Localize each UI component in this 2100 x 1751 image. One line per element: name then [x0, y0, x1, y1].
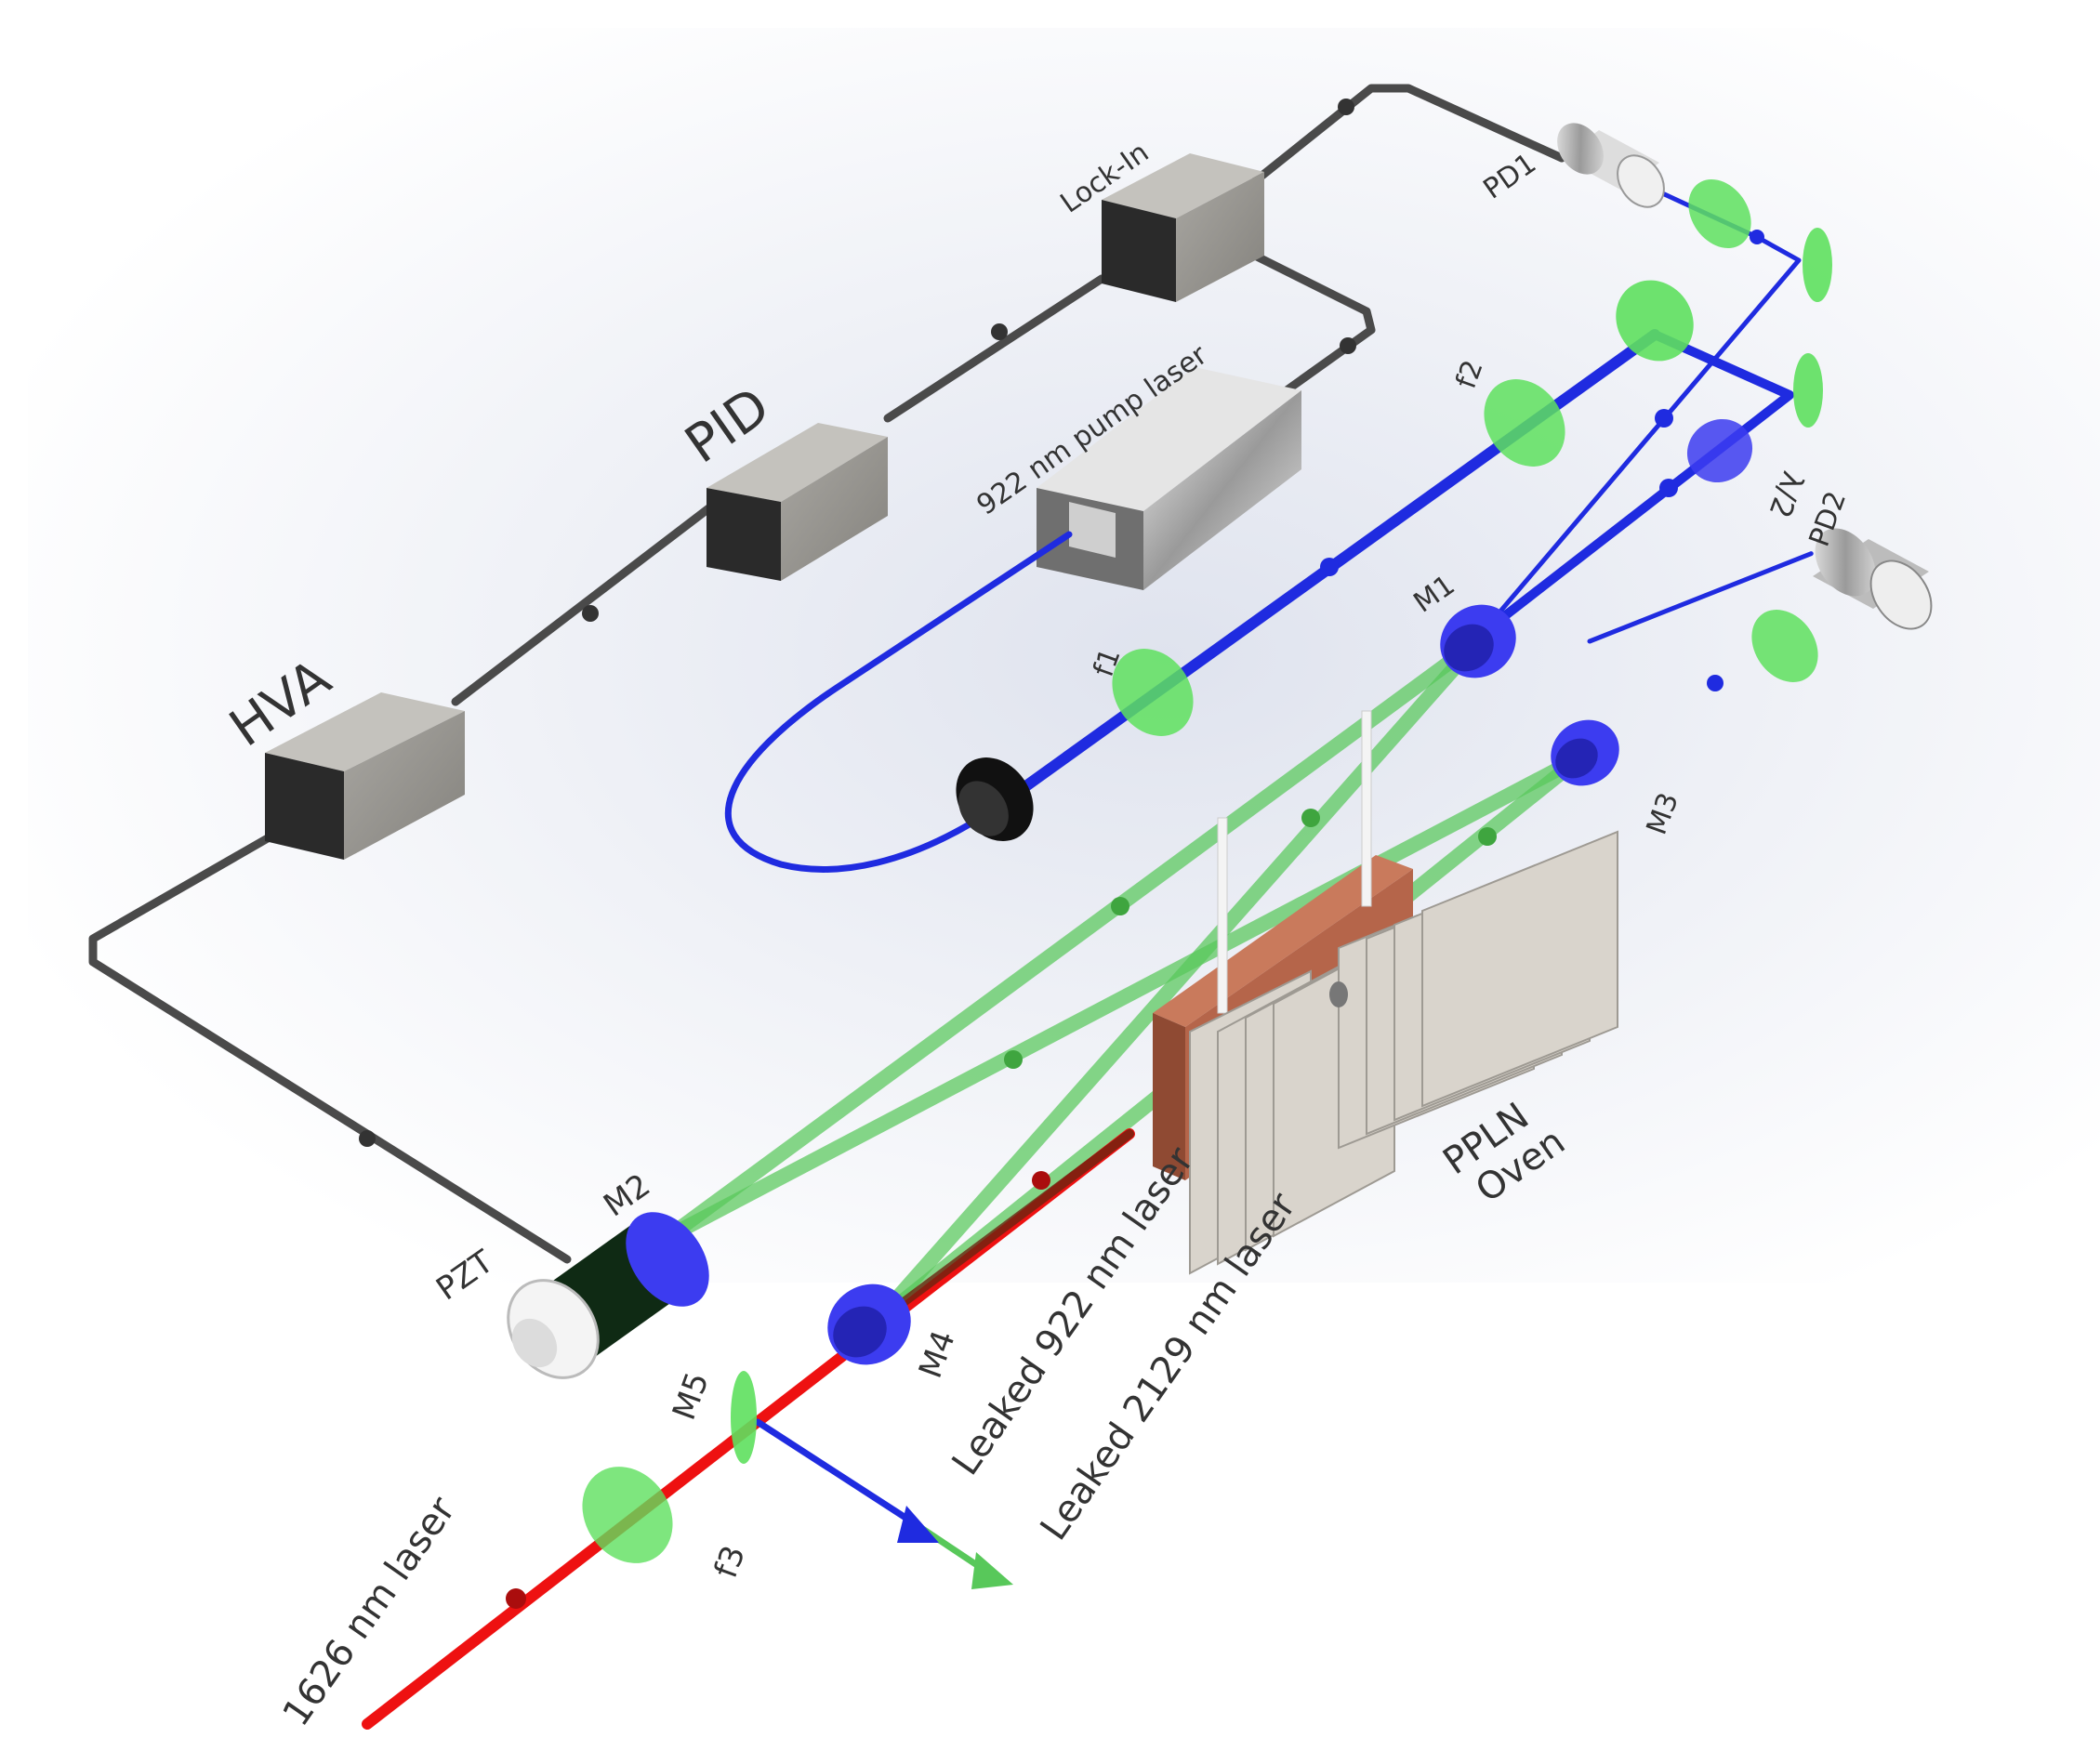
mirror-m5	[731, 1371, 757, 1464]
output-beam-arrows	[506, 1171, 1050, 1609]
lens-f2	[1484, 379, 1565, 467]
pd2-lens	[1751, 610, 1818, 682]
cable-pid-to-hva	[451, 502, 716, 706]
hva-box	[265, 692, 465, 860]
photodiode-pd2	[1813, 528, 1933, 630]
pd1-mirror	[1803, 228, 1832, 302]
steering-mirror-top	[1616, 280, 1694, 362]
lock-in-box	[1102, 153, 1264, 302]
electrical-cables	[88, 84, 1566, 1264]
pump-fiber	[724, 531, 1073, 873]
lens-f1	[1112, 649, 1194, 736]
beam-m1-to-m2	[662, 634, 1486, 1244]
pump-beam-to-m1	[1473, 330, 1794, 641]
label-f3: f3	[707, 1541, 753, 1583]
mirror-m4	[827, 1284, 911, 1365]
leaked-beams	[754, 1418, 989, 1574]
cable-lockin-to-pump	[1195, 223, 1376, 404]
leaked-2129-arrow	[971, 1552, 1013, 1589]
leaked-922-arrow	[897, 1506, 939, 1543]
beam-m2-to-m3	[662, 750, 1588, 1244]
mirror-m2-pzt-assembly	[507, 1212, 709, 1379]
beam-m1-to-m4	[866, 634, 1486, 1332]
pid-box	[707, 423, 888, 581]
cable-arrows	[359, 99, 1356, 1147]
pump-beam-arrows	[1320, 230, 1764, 691]
pd2-beam	[1587, 551, 1814, 644]
pump-laser-body	[1037, 367, 1301, 590]
pd1-reference-beam	[1480, 234, 1802, 635]
lens-f3	[582, 1467, 673, 1563]
cable-hva-to-pzt	[88, 827, 572, 1264]
photodiode-pd1	[1557, 123, 1665, 208]
label-m4: M4	[912, 1326, 963, 1384]
label-m5: M5	[666, 1368, 717, 1426]
mirror-m1	[1440, 604, 1516, 678]
mirror-m3	[1551, 719, 1619, 786]
fold-mirror-right	[1793, 353, 1823, 428]
label-1626-laser: 1626 nm laser	[275, 1489, 465, 1734]
ppln-oven	[1153, 710, 1618, 1275]
cable-pd1-to-lockin	[1250, 84, 1566, 186]
cable-lockin-to-pid	[883, 274, 1106, 423]
fiber-collimator	[956, 757, 1034, 841]
cavity-beam-arrows	[1004, 809, 1497, 1069]
half-wave-plate	[1686, 418, 1753, 483]
pd1-lens	[1688, 178, 1751, 249]
